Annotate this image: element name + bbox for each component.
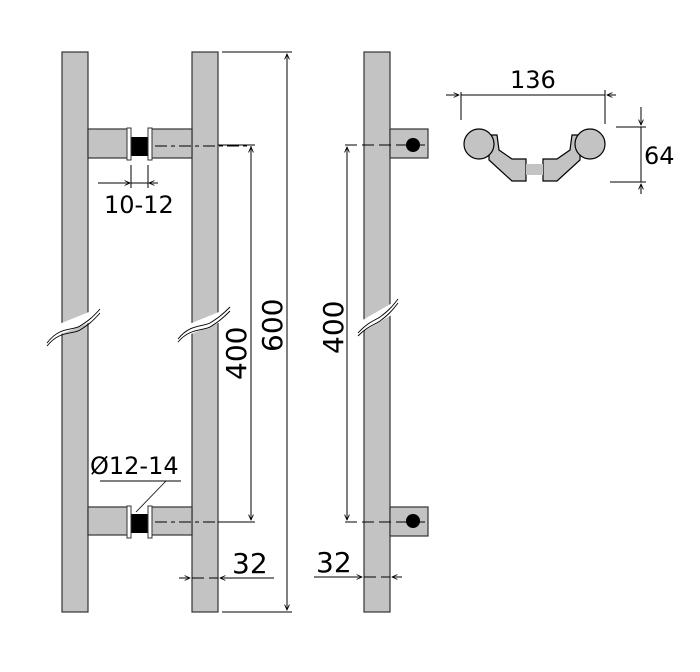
dim-spacer-gap: 10-12	[98, 165, 174, 219]
side-view: 400 32	[314, 51, 429, 613]
dim-bolt-diameter-label: Ø12-14	[90, 452, 179, 480]
side-dim-center-distance: 400	[317, 147, 350, 520]
top-mounting-tab	[345, 128, 429, 159]
dim-center-distance-label: 400	[220, 327, 253, 380]
front-view: 10-12 Ø12-14 400 600	[46, 51, 292, 613]
break-mark-icon	[46, 308, 101, 347]
right-handle-bar	[191, 51, 219, 613]
top-view: 136 64	[446, 66, 675, 194]
bottom-mounting-tab	[345, 506, 429, 537]
side-handle-bar	[363, 51, 391, 613]
dim-overall-length: 600	[222, 51, 292, 613]
side-dim-center-distance-label: 400	[317, 301, 350, 354]
break-mark-icon	[177, 306, 231, 343]
washer	[147, 505, 153, 539]
connector-bridge	[526, 164, 543, 175]
spacer	[131, 514, 149, 533]
top-dim-depth-label: 64	[644, 142, 675, 170]
dim-bar-width: 32	[179, 547, 274, 580]
bottom-connector	[87, 505, 252, 539]
bolt-hole-icon	[406, 514, 420, 528]
dim-bar-width-label: 32	[232, 547, 268, 580]
washer	[126, 127, 132, 161]
right-bar-section	[574, 128, 606, 160]
washer	[126, 505, 132, 539]
top-connector	[87, 127, 250, 161]
left-bar-section	[463, 128, 495, 160]
washer	[147, 127, 153, 161]
dim-bolt-diameter: Ø12-14	[90, 452, 181, 513]
dim-spacer-gap-label: 10-12	[104, 191, 174, 219]
side-dim-bar-width: 32	[314, 546, 402, 579]
dim-overall-length-label: 600	[256, 299, 289, 352]
break-mark-icon	[357, 298, 403, 337]
top-dim-width: 136	[446, 66, 616, 124]
top-dim-width-label: 136	[510, 66, 556, 94]
left-arm	[488, 134, 527, 182]
dim-center-distance: 400	[218, 144, 255, 523]
top-dim-depth: 64	[610, 107, 675, 194]
right-arm	[542, 134, 581, 182]
side-dim-bar-width-label: 32	[316, 546, 352, 579]
spacer	[131, 137, 149, 156]
